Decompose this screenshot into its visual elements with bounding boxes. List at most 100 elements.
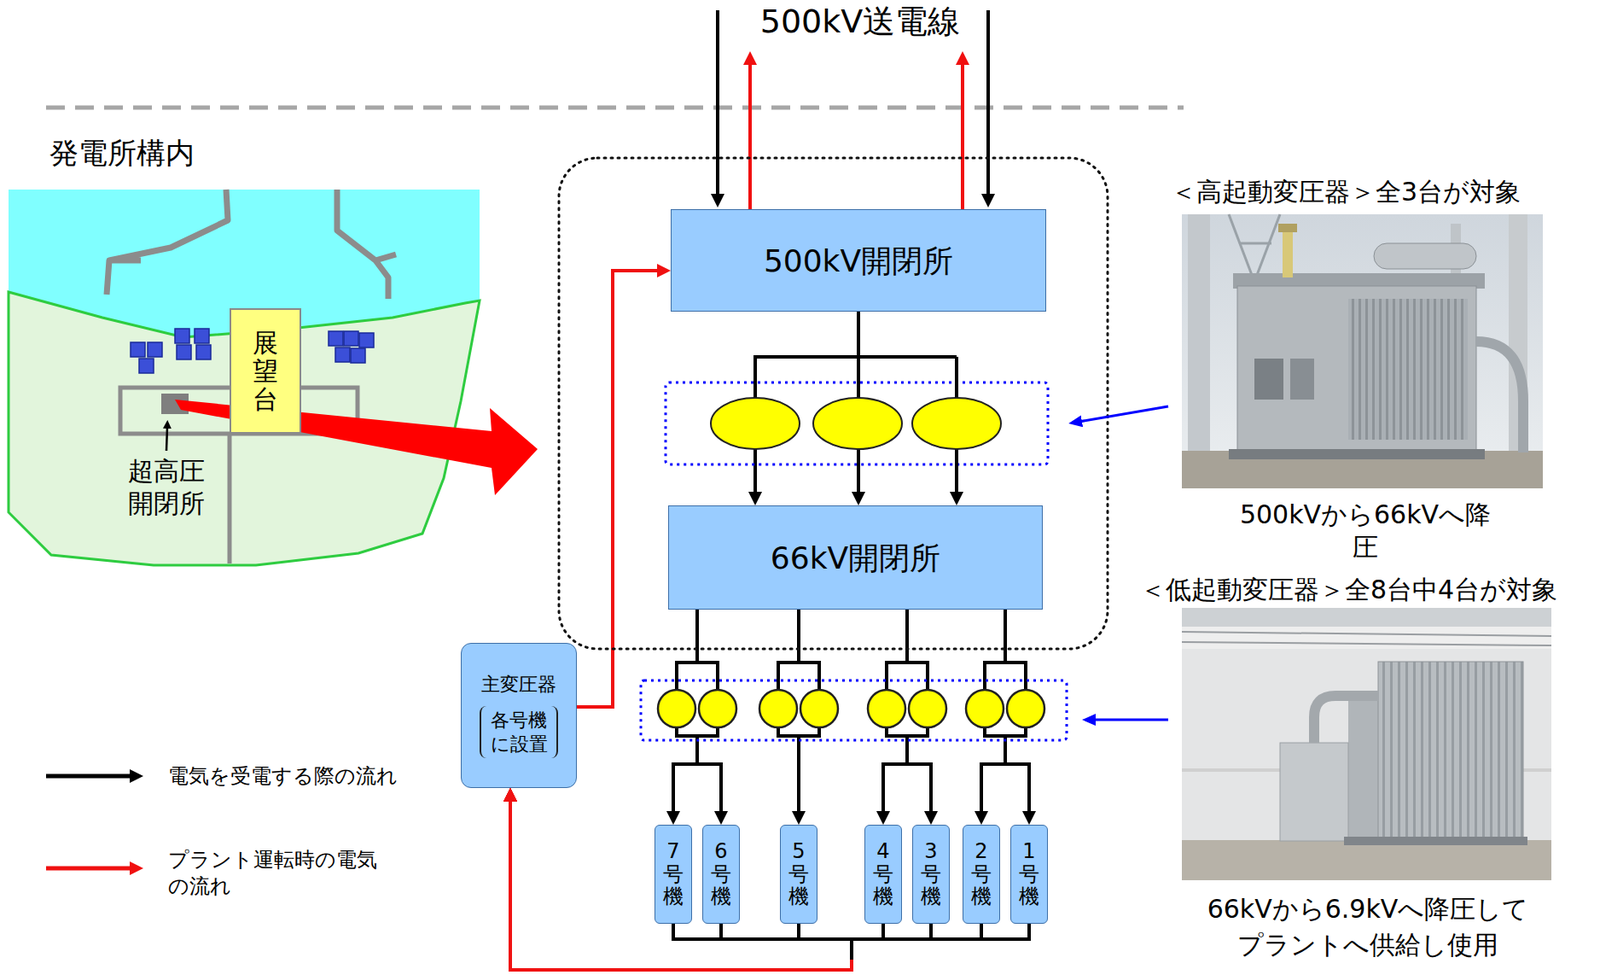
low-start-transformer-part xyxy=(657,689,696,728)
box-label: 66kV開閉所 xyxy=(770,538,941,577)
transformer-photo-part xyxy=(1181,648,1552,840)
diagram-label: 発電所構内 xyxy=(49,134,272,172)
legend-sample xyxy=(46,773,134,779)
site-map-part-part xyxy=(335,347,350,362)
unit-box: 3号機 xyxy=(912,824,950,924)
transformer-photo-part xyxy=(1314,695,1379,743)
switchyard-region xyxy=(558,157,1108,649)
site-map-part-part xyxy=(147,342,163,357)
main-transformer-box: 主変圧器各号機 に設置 xyxy=(460,642,577,788)
transformer-photo xyxy=(1181,214,1543,489)
connector xyxy=(510,797,884,970)
low-start-transformer-part xyxy=(965,689,1004,728)
low-start-transformer-part xyxy=(867,689,906,728)
transformer-photo-part xyxy=(1181,607,1552,627)
unit-box: 6号機 xyxy=(702,824,740,924)
connector-line xyxy=(851,923,1030,960)
site-map-part xyxy=(166,426,168,451)
high-start-transformer-part xyxy=(813,397,902,449)
transformer-photo-part xyxy=(1373,243,1477,269)
transformer-photo-part xyxy=(1228,448,1485,460)
legend-label: 電気を受電する際の流れ xyxy=(168,762,442,790)
transformer-photo-part xyxy=(1181,631,1552,646)
low-start-transformer xyxy=(657,689,1045,728)
connector-line xyxy=(851,923,884,960)
box-label: 展望台 xyxy=(252,328,279,414)
connector xyxy=(510,797,852,970)
transformer-photo xyxy=(1181,607,1552,880)
site-map-part xyxy=(337,189,396,299)
site-map-part-part xyxy=(194,328,210,344)
legend-sample xyxy=(46,866,134,871)
unit-box: 4号機 xyxy=(864,824,902,924)
boundary-line xyxy=(46,105,1184,111)
connector-line xyxy=(721,923,852,960)
highlight-frame xyxy=(640,680,1067,740)
transformer-photo-part xyxy=(1254,358,1284,400)
low-start-transformer-part xyxy=(1006,689,1045,728)
connector xyxy=(576,270,661,707)
box-label: 5号機 xyxy=(788,839,809,908)
switchyard-box: 500kV開閉所 xyxy=(670,209,1047,312)
transformer-photo-part xyxy=(1476,341,1524,453)
site-map-part-part xyxy=(328,331,344,346)
box-label: 1号機 xyxy=(1018,839,1040,908)
transformer-photo-part xyxy=(1228,214,1280,282)
connector-line xyxy=(510,797,852,970)
connector-line xyxy=(510,797,852,970)
connector-line xyxy=(510,797,852,970)
site-map-part-part xyxy=(359,332,374,348)
site-map-part-part xyxy=(130,342,146,357)
transmission-arrows-part xyxy=(748,61,752,210)
connector-line xyxy=(851,923,982,960)
bus-wiring-part xyxy=(858,354,957,359)
box-note: 各号機 に設置 xyxy=(479,705,559,758)
connector-line xyxy=(510,797,852,970)
site-map-part-part xyxy=(196,344,211,360)
box-label: 主変圧器 xyxy=(481,672,557,697)
transformer-photo-part xyxy=(1378,661,1524,841)
unit-box: 5号機 xyxy=(779,824,818,924)
transformer-photo-part xyxy=(1181,214,1543,489)
transformer-photo-part xyxy=(1280,742,1349,841)
switchyard-box: 66kV開閉所 xyxy=(668,505,1043,610)
connector-line xyxy=(851,923,931,960)
low-start-transformer-part xyxy=(698,689,737,728)
connector-line xyxy=(798,923,852,960)
diagram-label: 超高圧 開閉所 xyxy=(110,454,222,519)
transformer-photo-part xyxy=(1278,223,1298,233)
connector-line xyxy=(673,923,852,960)
transformer-photo-part xyxy=(1282,230,1293,278)
connector-line xyxy=(510,797,852,970)
unit-box: 7号機 xyxy=(654,824,693,924)
site-map-part xyxy=(227,433,233,564)
diagram-label: 66kVから6.9kVへ降圧して プラントへ供給し使用 xyxy=(1180,890,1556,963)
connector-line xyxy=(510,797,852,970)
transformer-photo-part xyxy=(1181,607,1552,880)
site-map-part-part xyxy=(174,328,190,344)
site-map-part-part xyxy=(343,331,359,346)
transformer-photo-part xyxy=(1344,836,1528,845)
site-map xyxy=(8,189,538,565)
unit-box: 2号機 xyxy=(962,824,1001,924)
low-start-transformer-part xyxy=(800,689,838,728)
pointer-arrow xyxy=(1078,406,1169,422)
transmission-arrows-part xyxy=(986,10,990,198)
site-map-part-part xyxy=(350,348,366,363)
transformer-photo-part xyxy=(1290,358,1315,400)
box-label: 2号機 xyxy=(971,839,992,908)
diagram-label: 500kVから66kVへ降圧 xyxy=(1228,498,1502,563)
connector-line xyxy=(576,270,661,707)
box-label: 500kV開閉所 xyxy=(763,241,954,280)
connector xyxy=(510,797,852,970)
connector xyxy=(510,797,1030,970)
box-label: 3号機 xyxy=(920,839,942,908)
high-start-transformer-part xyxy=(710,397,800,449)
unit-box: 1号機 xyxy=(1010,824,1048,924)
transformer-photo-part xyxy=(1348,699,1383,841)
box-label: 7号機 xyxy=(663,839,684,908)
box-label: 4号機 xyxy=(872,839,894,908)
diagram-label: ＜低起動変圧器＞全8台中4台が対象 xyxy=(1140,573,1597,606)
transmission-arrows-part xyxy=(960,61,965,210)
